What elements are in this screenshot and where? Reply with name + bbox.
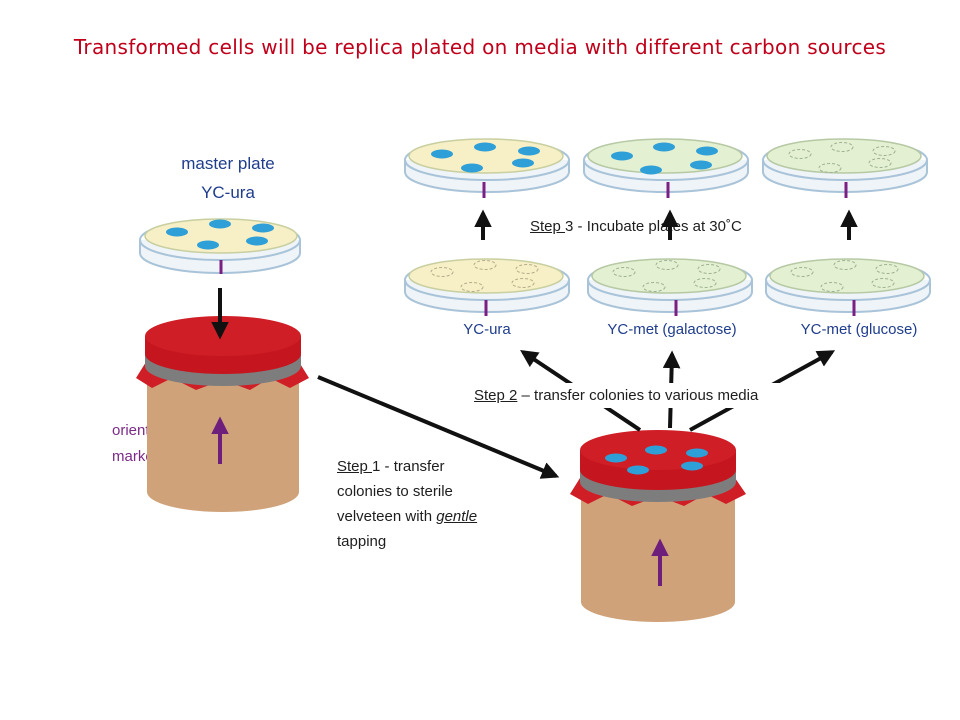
- step1-line3-em: gentle: [436, 508, 478, 525]
- plate-row1-yc-met-glucose: [762, 138, 928, 198]
- velveteen-block-left: [136, 316, 309, 512]
- step1-line1: Step 1 - transfer: [337, 454, 557, 479]
- step1-line4: tapping: [337, 533, 387, 550]
- step1-label: Step 1 - transfer colonies to sterile ve…: [337, 454, 557, 554]
- master-plate: [139, 218, 301, 274]
- step3-rest: 3 - Incubate plates at 30˚C: [565, 218, 742, 235]
- step2-rest-overlay: – transfer colonies to various media: [517, 387, 759, 404]
- arrow-step1-transfer: [317, 375, 560, 479]
- velveteen-imprinted-colonies: [605, 445, 708, 475]
- step1-line3: velveteen with gentle: [337, 504, 557, 529]
- master-plate-medium-label: YC-ura: [201, 183, 255, 202]
- plate-row2-yc-met-galactose: [587, 258, 753, 316]
- step2-lead-overlay: Step 2: [474, 387, 518, 404]
- master-plate-colonies: [166, 219, 274, 250]
- step1-line3-pre: velveteen with: [337, 508, 437, 525]
- step1-line1-rest: 1 - transfer: [372, 458, 445, 475]
- step1-lead: Step: [337, 458, 373, 475]
- plate-row1-yc-ura: [404, 138, 570, 198]
- step3-lead: Step: [530, 218, 566, 235]
- master-plate-label: master plate: [181, 154, 275, 173]
- slide-title: Transformed cells will be replica plated…: [73, 35, 887, 59]
- media-label-yc-met-galactose: YC-met (galactose): [607, 321, 737, 338]
- step2-label-overlay: Step 2 – transfer colonies to various me…: [474, 383, 842, 408]
- media-label-yc-ura: YC-ura: [463, 321, 511, 338]
- step3-label: Step 3 - Incubate plates at 30˚C: [530, 214, 820, 239]
- plate-row2-yc-met-glucose: [765, 258, 931, 316]
- media-label-yc-met-glucose: YC-met (glucose): [800, 321, 918, 338]
- plate-row2-yc-ura: [404, 258, 570, 316]
- plate-row1-yc-met-galactose: [583, 138, 749, 198]
- step1-line2: colonies to sterile: [337, 483, 453, 500]
- velveteen-block-right: [570, 430, 746, 622]
